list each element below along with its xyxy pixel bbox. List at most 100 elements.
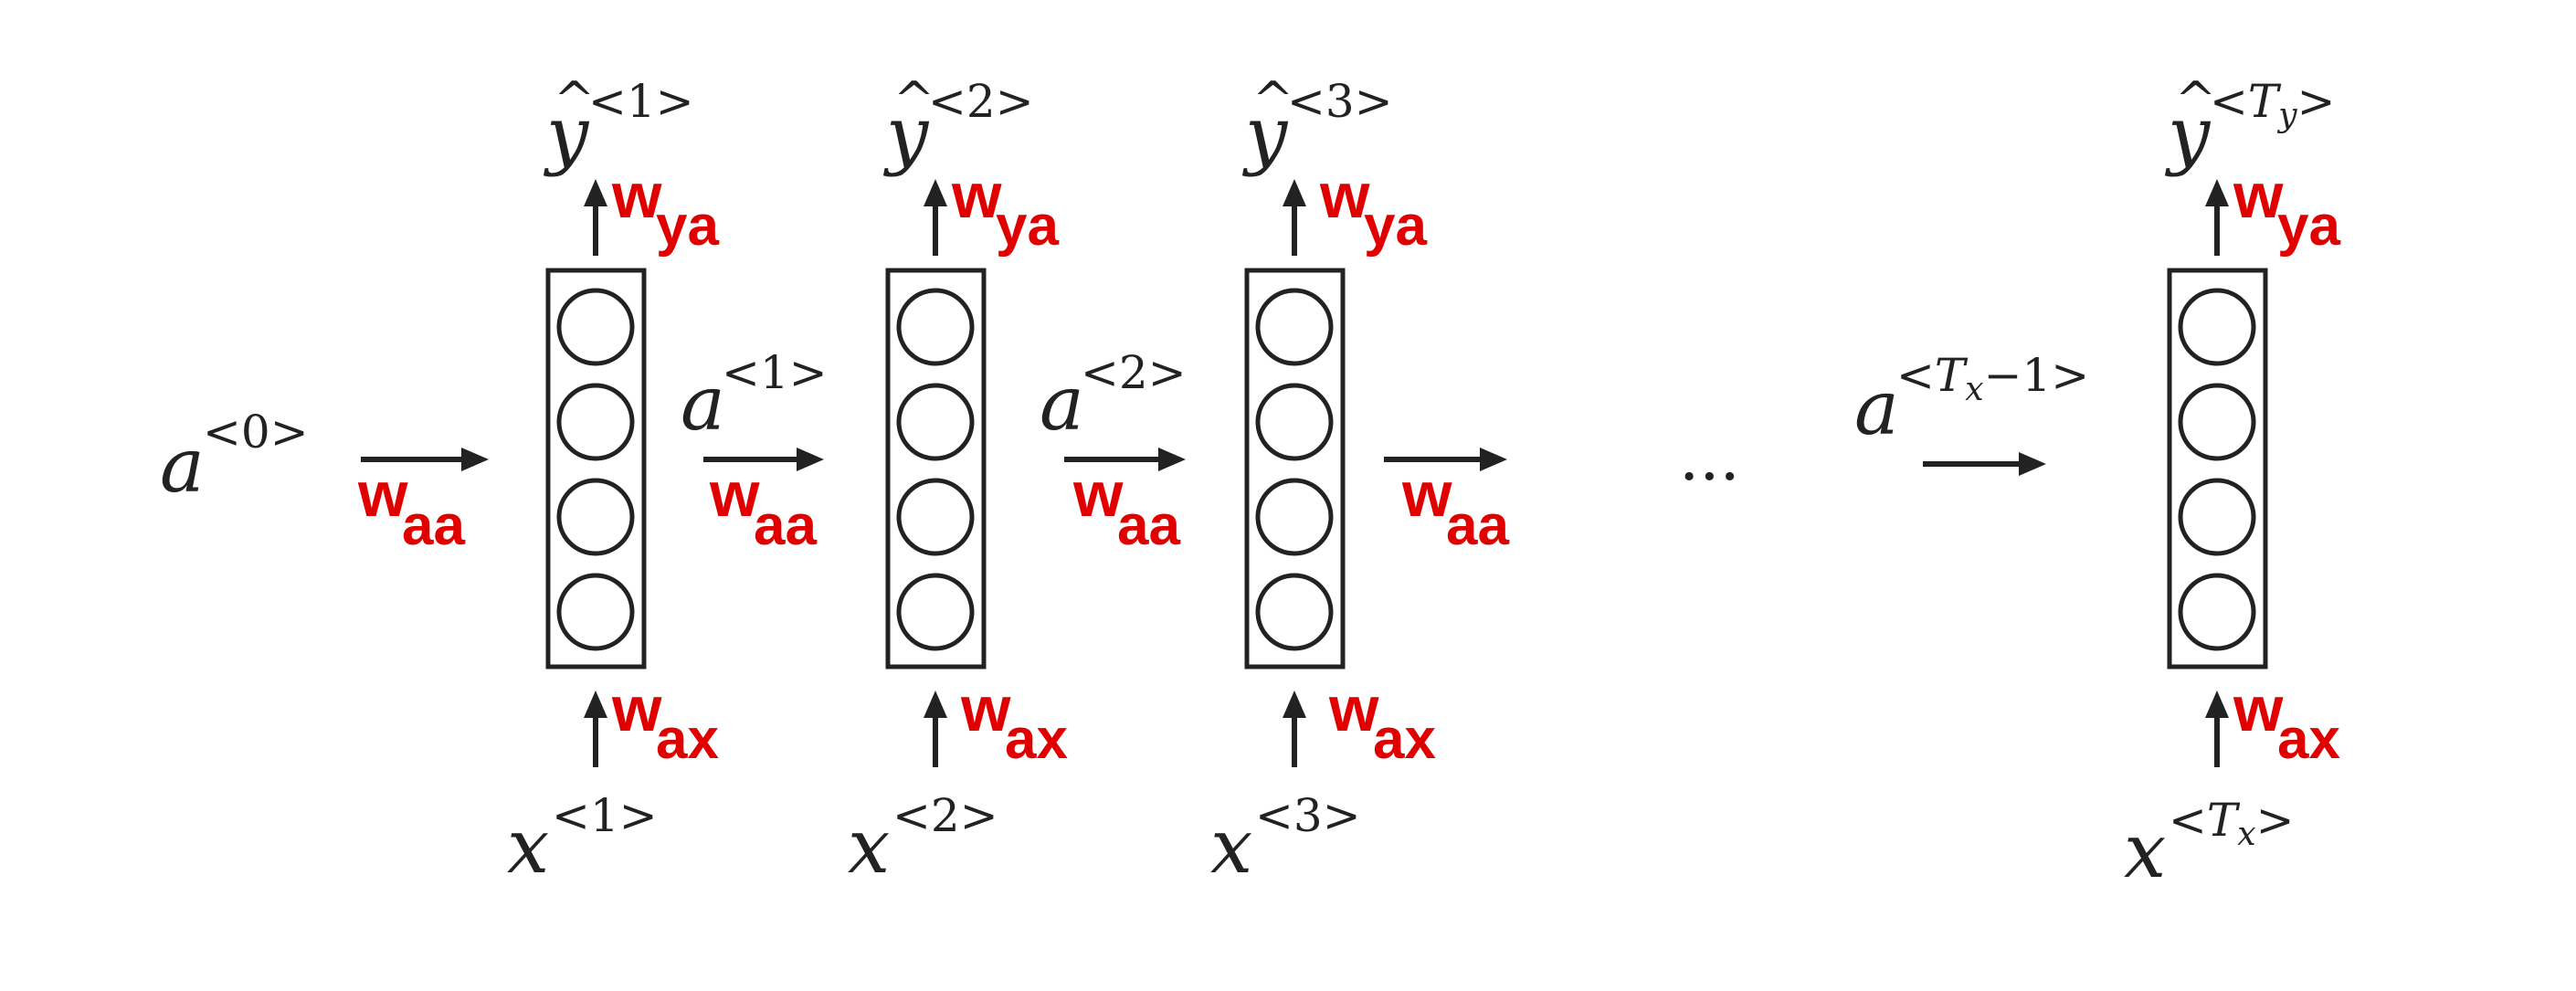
svg-text:y: y: [1241, 91, 1289, 178]
a1-label: a <1>: [681, 346, 828, 448]
cell-1-yhat-label: y ^ <1>: [543, 71, 694, 178]
svg-text:ya: ya: [996, 195, 1059, 258]
cell-last-unit-1: [2178, 288, 2256, 366]
a-tx-base: a: [1854, 365, 1899, 452]
a0-sup: <0>: [203, 406, 309, 459]
cell-2-unit-2: [896, 383, 975, 461]
cell-3-yhat-label: y ^ <3>: [1241, 71, 1393, 178]
waa-w: w: [1072, 459, 1124, 530]
cell-2-unit-4: [896, 573, 975, 651]
a1-sup: <1>: [722, 346, 828, 399]
waa-sub: aa: [1117, 494, 1180, 557]
svg-text:w: w: [611, 673, 662, 744]
ellipsis: ...: [1679, 420, 1740, 495]
cell-3-unit-3: [1255, 478, 1334, 556]
svg-text:ya: ya: [1364, 195, 1427, 258]
cell-3-unit-2: [1255, 383, 1334, 461]
svg-text:ax: ax: [2277, 708, 2340, 771]
svg-text:<3>: <3>: [1255, 789, 1361, 842]
rnn-cell-1: w ya w ax y ^ <1> x <1>: [507, 71, 719, 891]
svg-text:w: w: [611, 160, 662, 231]
cell-last-wya-label: w ya: [2233, 160, 2340, 258]
svg-text:<2>: <2>: [892, 789, 998, 842]
svg-text:^: ^: [893, 71, 934, 129]
svg-text:ax: ax: [656, 708, 719, 771]
cell-3-in-arrow: [1283, 691, 1306, 767]
cell-1-wya-label: w ya: [611, 160, 719, 258]
a2-base: a: [1040, 361, 1084, 448]
cell-last-yhat-label: y ^ <Ty>: [2164, 71, 2336, 178]
cell-2-wax-label: w ax: [960, 673, 1068, 771]
svg-text:<1>: <1>: [588, 75, 694, 128]
svg-text:w: w: [2233, 673, 2284, 744]
svg-text:^: ^: [554, 71, 595, 129]
a-tx-sup-sub: x: [1965, 371, 1983, 408]
a-tx-sup-close: −1>: [1984, 349, 2090, 402]
cell-1-in-arrow: [584, 691, 607, 767]
cell-3-unit-1: [1255, 288, 1334, 366]
svg-text:ax: ax: [1373, 708, 1436, 771]
a-tx-sup-open: <: [1896, 349, 1935, 402]
cell-2-yhat-label: y ^ <2>: [882, 71, 1034, 178]
svg-text:x: x: [1210, 804, 1252, 891]
svg-text:<Tx>: <Tx>: [2169, 794, 2294, 853]
waa-sub: aa: [1446, 494, 1509, 557]
a0-label: a <0>: [160, 406, 309, 510]
a1-base: a: [681, 361, 725, 448]
rnn-cell-last: w ya w ax y ^ <Ty> x <Tx>: [2124, 71, 2340, 895]
cell-last-unit-3: [2178, 478, 2256, 556]
h-arrow-0: [361, 448, 489, 471]
cell-3-up-arrow: [1283, 179, 1306, 256]
a-tx-sup: <Tx−1>: [1896, 349, 2089, 408]
waa-label-1: w aa: [709, 459, 817, 557]
cell-3-unit-4: [1255, 573, 1334, 651]
h-arrow-4: [1923, 452, 2046, 476]
svg-text:<3>: <3>: [1287, 75, 1393, 128]
svg-text:y: y: [2164, 91, 2212, 178]
svg-text:w: w: [1319, 160, 1370, 231]
a-tx-sup-var: T: [1935, 349, 1969, 402]
svg-text:x: x: [2124, 808, 2166, 895]
cell-2-unit-3: [896, 478, 975, 556]
cell-last-wax-label: w ax: [2233, 673, 2340, 771]
svg-text:<2>: <2>: [928, 75, 1034, 128]
a0-base: a: [160, 423, 205, 510]
h-arrow-2: [1064, 448, 1186, 471]
waa-label-3: w aa: [1401, 459, 1509, 557]
cell-3-wya-label: w ya: [1319, 160, 1427, 258]
svg-text:w: w: [1328, 673, 1379, 744]
cell-1-unit-1: [556, 288, 635, 366]
svg-text:w: w: [951, 160, 1002, 231]
svg-text:y: y: [543, 91, 590, 178]
rnn-cell-3: w ya w ax y ^ <3> x <3>: [1210, 71, 1436, 891]
svg-text:w: w: [2233, 160, 2284, 231]
cell-last-up-arrow: [2205, 179, 2229, 256]
cell-1-unit-2: [556, 383, 635, 461]
svg-text:w: w: [960, 673, 1011, 744]
h-arrow-1: [703, 448, 824, 471]
cell-3-wax-label: w ax: [1328, 673, 1436, 771]
svg-text:^: ^: [2175, 71, 2216, 129]
svg-text:x: x: [507, 804, 549, 891]
rnn-cell-2: w ya w ax y ^ <2> x <2>: [848, 71, 1068, 891]
svg-text:x: x: [848, 804, 890, 891]
svg-text:ya: ya: [2277, 195, 2340, 258]
svg-text:^: ^: [1252, 71, 1293, 129]
h-arrow-3: [1384, 448, 1507, 471]
svg-text:<Ty>: <Ty>: [2210, 75, 2336, 134]
cell-2-x-label: x <2>: [848, 789, 998, 891]
cell-1-x-label: x <1>: [507, 789, 658, 891]
cell-1-unit-4: [556, 573, 635, 651]
cell-1-wax-label: w ax: [611, 673, 719, 771]
waa-w: w: [1401, 459, 1452, 530]
waa-sub: aa: [754, 494, 817, 557]
waa-w: w: [709, 459, 760, 530]
waa-sub: aa: [402, 494, 465, 557]
cell-1-up-arrow: [584, 179, 607, 256]
waa-w: w: [357, 459, 408, 530]
a2-label: a <2>: [1040, 346, 1187, 448]
cell-last-in-arrow: [2205, 691, 2229, 767]
waa-label-0: w aa: [357, 459, 465, 557]
